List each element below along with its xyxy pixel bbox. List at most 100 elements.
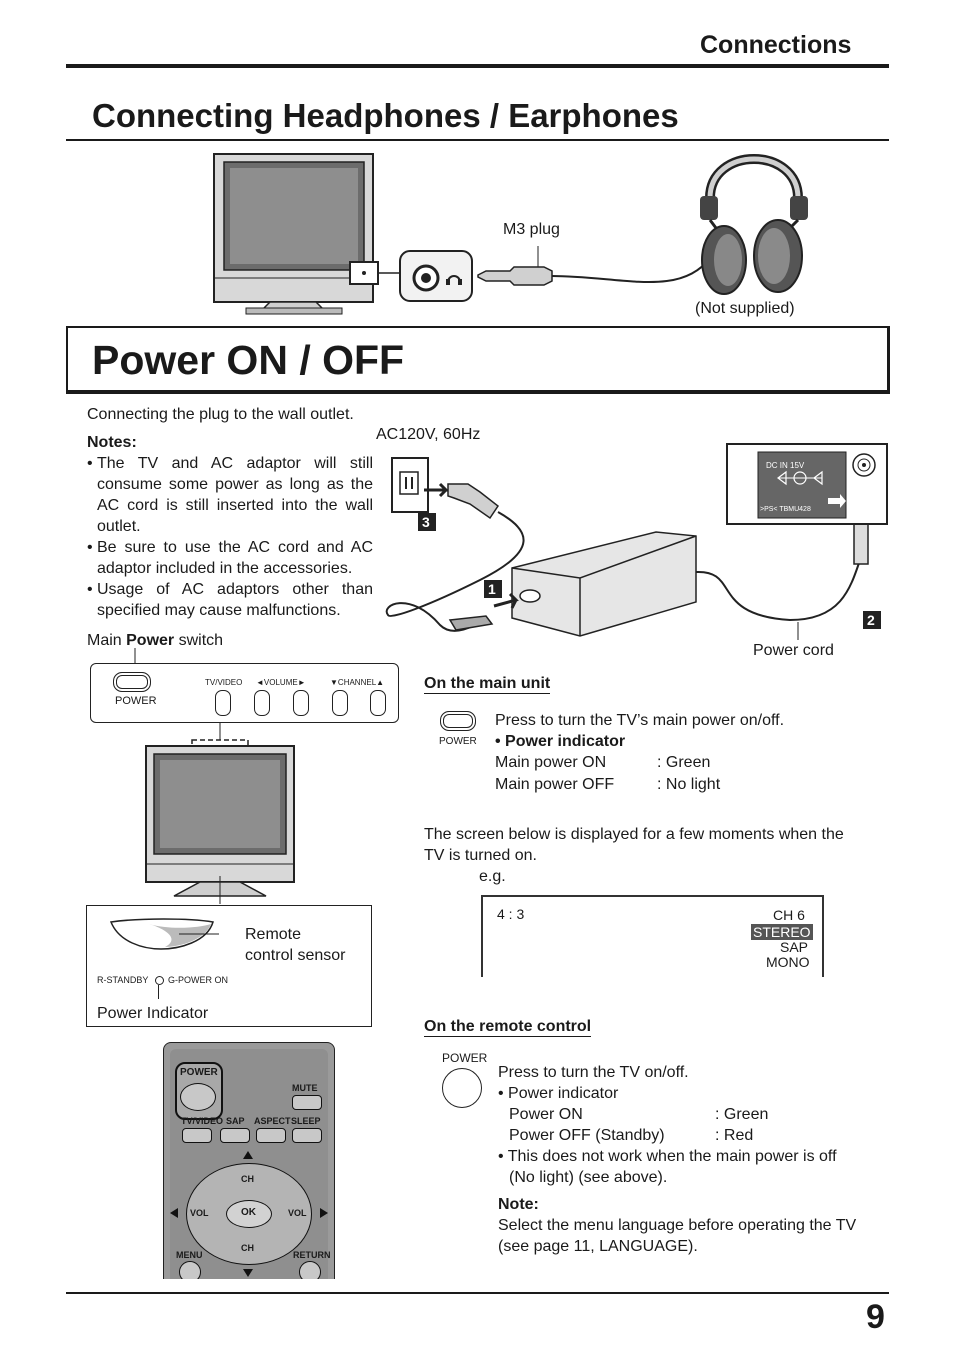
remote-power-icon [442, 1068, 482, 1108]
panel-power-label: POWER [115, 695, 157, 707]
section-title: Connections [700, 31, 852, 59]
tv-front-illustration [145, 722, 295, 904]
remote-sap-label: SAP [226, 1116, 245, 1126]
dc-in-label: DC IN 15V [766, 461, 805, 470]
headphones-rule [66, 139, 889, 141]
remote-aspect-label: ASPECT [254, 1116, 291, 1126]
remote-note-line2: (see page 11, LANGUAGE). [498, 1238, 698, 1255]
remote-tv-video-label: TV/VIDEO [181, 1116, 224, 1126]
remote-sensor-box: Remote control sensor R-STANDBY G-POWER … [86, 905, 372, 1027]
footer-rule [66, 1292, 889, 1294]
screen-note-1: The screen below is displayed for a few … [424, 826, 844, 843]
on-screen-display: 4 : 3 CH 6 STEREO SAP MONO [481, 895, 824, 977]
remote-menu-label: MENU [176, 1250, 203, 1260]
remote-aspect-button[interactable] [256, 1128, 286, 1143]
main-unit-line1: Press to turn the TV’s main power on/off… [495, 712, 785, 729]
step-badge-2: 2 [867, 612, 875, 628]
note-item: The TV and AC adaptor will still consume… [87, 453, 373, 537]
remote-line1: Press to turn the TV on/off. [498, 1064, 689, 1081]
ac-connection-diagram [385, 443, 888, 640]
m3-plug-label: M3 plug [503, 221, 560, 238]
remote-mute-label: MUTE [292, 1083, 318, 1093]
remote-return-button[interactable] [299, 1261, 321, 1279]
power-intro: Connecting the plug to the wall outlet. [87, 406, 354, 423]
main-unit-heading: On the main unit [424, 675, 551, 694]
power-indicator-label: Power Indicator [97, 1005, 209, 1022]
headphones-title: Connecting Headphones / Earphones [92, 97, 679, 134]
ac-adaptor [511, 531, 697, 637]
panel-channel-label: ▼CHANNEL▲ [330, 678, 385, 687]
adaptor-model-label: >PS< TBMU428 [760, 506, 811, 513]
panel-volume-up-button[interactable] [293, 690, 309, 716]
panel-channel-up-button[interactable] [370, 690, 386, 716]
note-item: Be sure to use the AC cord and AC adapto… [87, 537, 373, 579]
power-cord-label: Power cord [753, 642, 834, 659]
step-badge-3: 3 [422, 514, 430, 530]
left-arrow-icon [170, 1208, 178, 1218]
panel-channel-down-button[interactable] [332, 690, 348, 716]
main-unit-indicator-title: • Power indicator [495, 733, 626, 750]
main-power-switch-label: Main Power switch [87, 632, 224, 649]
notes-block: Notes: The TV and AC adaptor will still … [87, 432, 373, 621]
remote-power-button-label: POWER [180, 1067, 218, 1078]
remote-tv-video-button[interactable] [182, 1128, 212, 1143]
remote-note-line1: Select the menu language before operatin… [498, 1217, 857, 1234]
remote-on-label: Power ON [509, 1106, 583, 1123]
remote-sleep-button[interactable] [292, 1128, 322, 1143]
osd-aspect: 4 : 3 [497, 906, 525, 922]
m3-plug [477, 266, 553, 286]
remote-power-key[interactable] [180, 1083, 216, 1111]
remote-vol-down-label: VOL [190, 1208, 209, 1218]
remote-sensor-label-2: control sensor [245, 947, 346, 964]
remote-ch-up-label: CH [241, 1174, 254, 1184]
remote-ok-button[interactable] [226, 1200, 272, 1228]
note-item: Usage of AC adaptors other than specifie… [87, 579, 373, 621]
not-supplied-label: (Not supplied) [695, 300, 795, 317]
remote-heading: On the remote control [424, 1018, 592, 1037]
remote-mute-button[interactable] [292, 1095, 322, 1110]
remote-sap-button[interactable] [220, 1128, 250, 1143]
standby-text: R-STANDBY [97, 975, 149, 985]
header-rule [66, 64, 889, 68]
panel-tv-video-button[interactable] [215, 690, 231, 716]
remote-note-title: Note: [498, 1196, 539, 1213]
remote-ok-label: OK [241, 1207, 256, 1218]
down-arrow-icon [243, 1269, 253, 1277]
remote-sensor-icon [109, 918, 219, 950]
eg-label: e.g. [479, 868, 506, 885]
osd-channel: CH 6 [773, 907, 805, 923]
power-title-box: Power ON / OFF [66, 326, 890, 394]
power-title: Power ON / OFF [92, 337, 405, 383]
remote-menu-button[interactable] [179, 1261, 201, 1279]
indicator-pointer [158, 985, 159, 999]
remote-bullet2-line1: • This does not work when the main power… [498, 1148, 837, 1165]
panel-volume-label: ◄VOLUME► [256, 678, 306, 687]
osd-mono: MONO [766, 954, 810, 970]
screen-note-2: TV is turned on. [424, 847, 537, 864]
ac-label: AC120V, 60Hz [376, 426, 481, 443]
panel-volume-down-button[interactable] [254, 690, 270, 716]
remote-sensor-label-1: Remote [245, 926, 302, 943]
remote-power-icon-label: POWER [442, 1051, 488, 1065]
remote-return-label: RETURN [293, 1250, 331, 1260]
up-arrow-icon [243, 1151, 253, 1159]
remote-indicator-title: • Power indicator [498, 1085, 619, 1102]
remote-off-value: : Red [715, 1127, 754, 1144]
remote-sleep-label: SLEEP [291, 1116, 321, 1126]
osd-sap: SAP [780, 939, 809, 955]
main-unit-on-value: : Green [657, 754, 711, 771]
osd-stereo: STEREO [751, 924, 813, 940]
page-number: 9 [866, 1298, 885, 1336]
notes-title: Notes: [87, 434, 137, 451]
remote-bullet2-line2: (No light) (see above). [509, 1169, 668, 1186]
remote-off-label: Power OFF (Standby) [509, 1127, 665, 1144]
front-control-panel: POWER TV/VIDEO ◄VOLUME► ▼CHANNEL▲ [90, 663, 399, 723]
headphones-illustration [700, 154, 808, 295]
remote-on-value: : Green [715, 1106, 769, 1123]
remote-control: POWER MUTE TV/VIDEO SAP ASPECT SLEEP OK … [163, 1042, 335, 1279]
remote-vol-up-label: VOL [288, 1208, 307, 1218]
main-unit-on-label: Main power ON [495, 754, 607, 771]
power-indicator-led [155, 976, 164, 985]
main-power-switch[interactable] [113, 672, 151, 692]
remote-ch-down-label: CH [241, 1243, 254, 1253]
